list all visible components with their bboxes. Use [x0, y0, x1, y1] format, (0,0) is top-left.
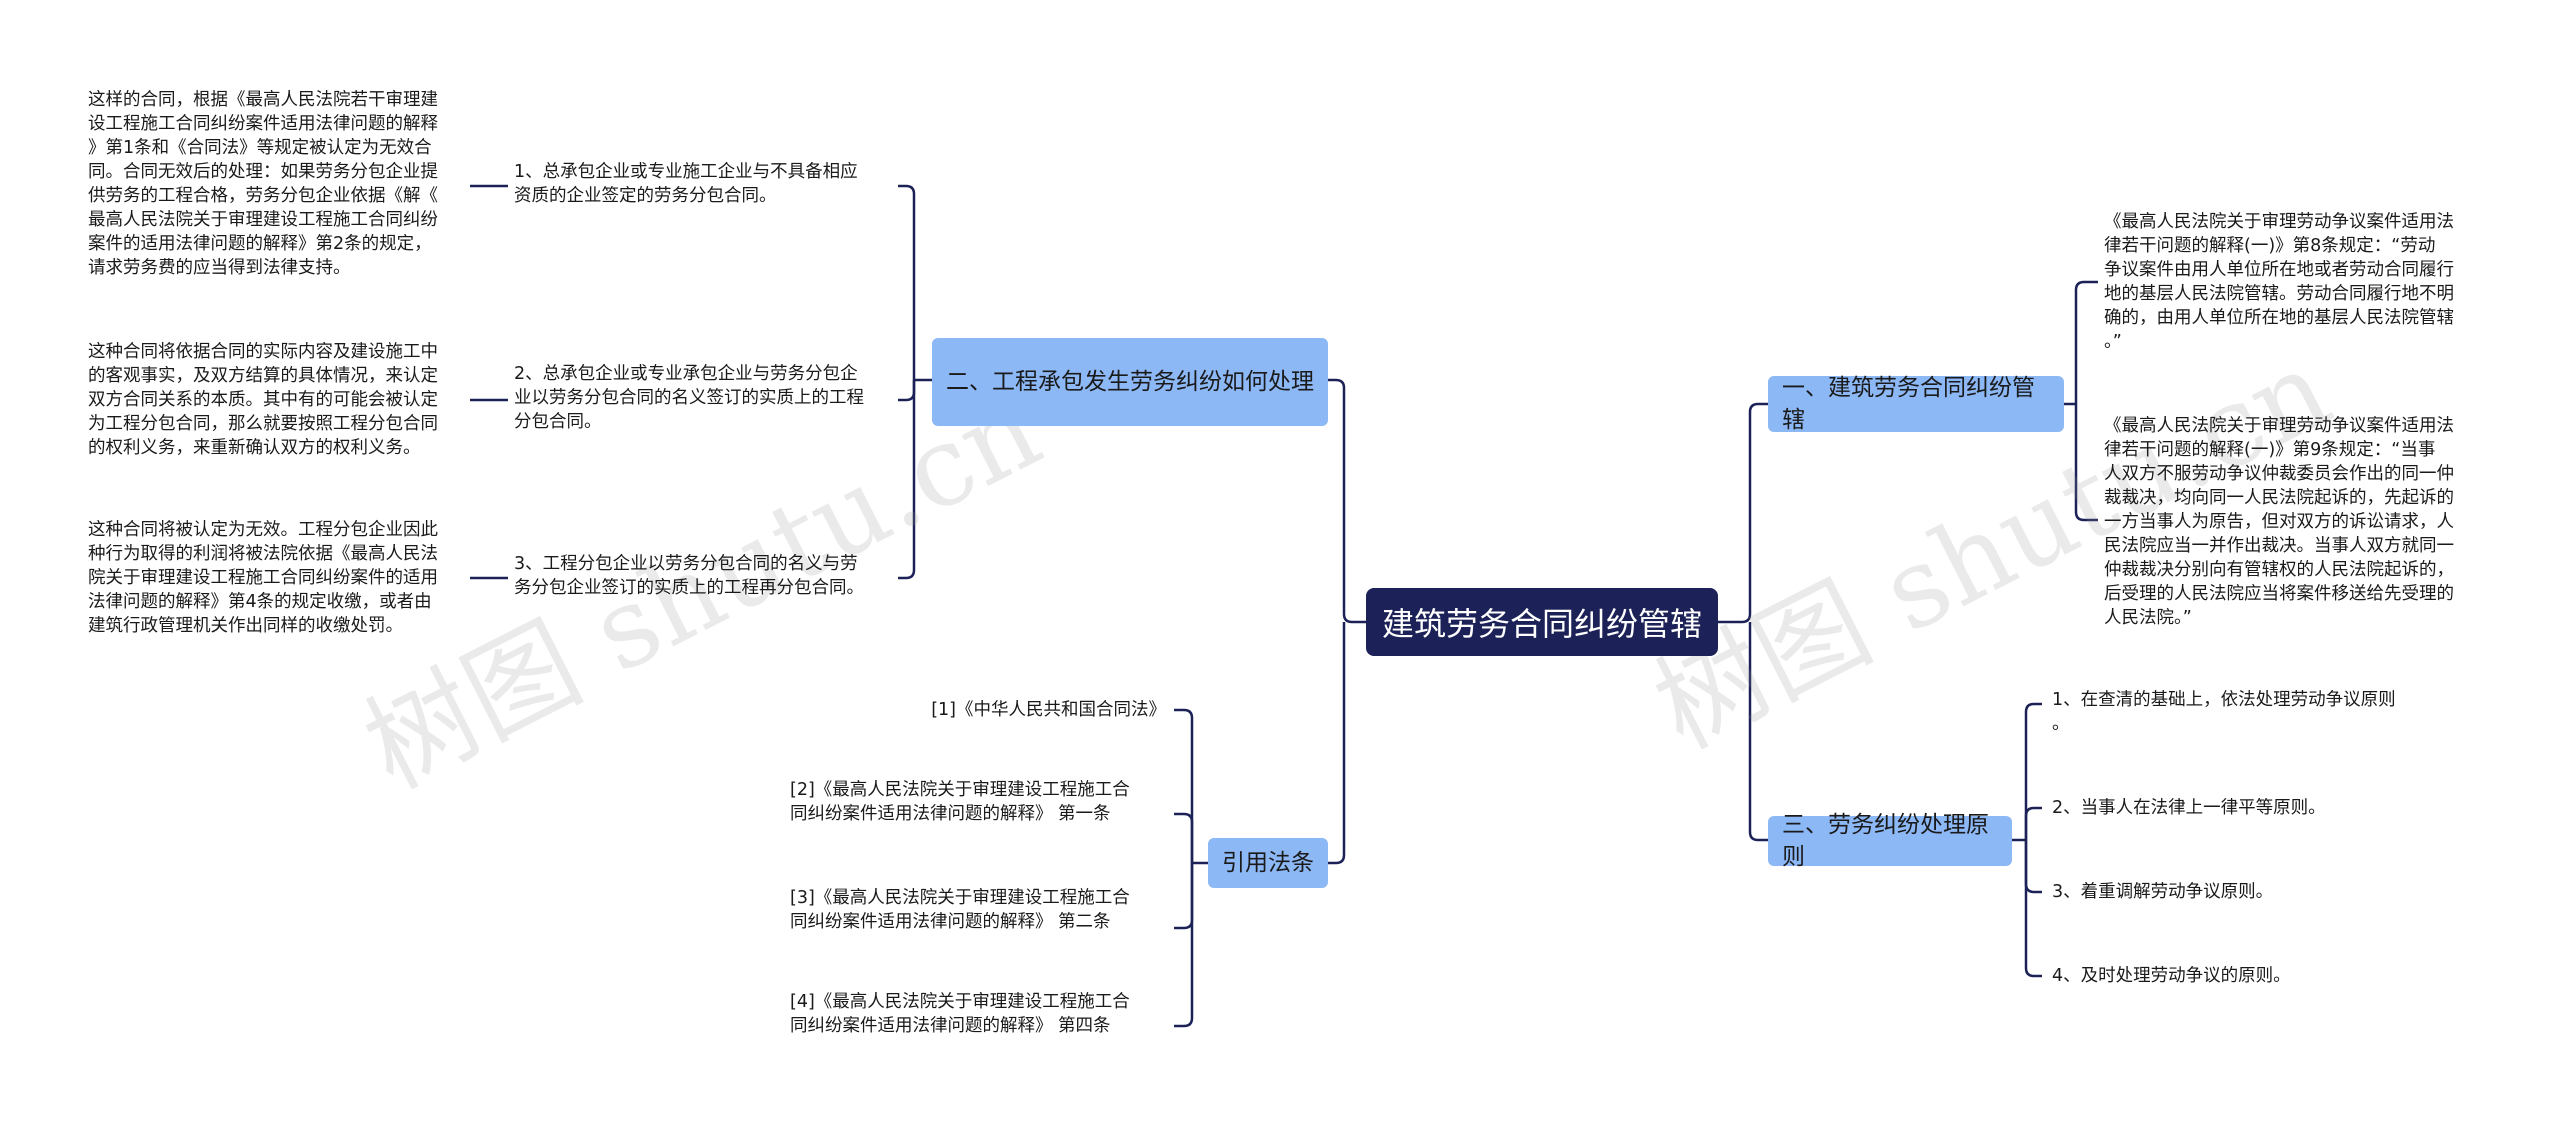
cited-law-item: [3]《最高人民法院关于审理建设工程施工合 同纠纷案件适用法律问题的解释》 第二… — [790, 888, 1130, 932]
branch-cited-laws[interactable]: 引用法条 — [1208, 838, 1328, 888]
principle-item: 4、及时处理劳动争议的原则。 — [2052, 966, 2291, 986]
principle-item: 3、着重调解劳动争议原则。 — [2052, 882, 2274, 902]
contract-case-item: 1、总承包企业或专业施工企业与不具备相应 资质的企业签定的劳务分包合同。 — [514, 162, 858, 206]
branch-principles[interactable]: 三、劳务纠纷处理原则 — [1768, 812, 2012, 870]
branch-contract-disputes[interactable]: 二、工程承包发生劳务纠纷如何处理 — [932, 338, 1328, 426]
contract-case-detail: 这种合同将依据合同的实际内容及建设施工中 的客观事实，及双方结算的具体情况，来认… — [88, 342, 438, 458]
jurisdiction-article-8: 《最高人民法院关于审理劳动争议案件适用法 律若干问题的解释(一)》第8条规定：“… — [2104, 212, 2454, 352]
jurisdiction-article-9: 《最高人民法院关于审理劳动争议案件适用法 律若干问题的解释(一)》第9条规定：“… — [2104, 416, 2454, 628]
principle-item: 1、在查清的基础上，依法处理劳动争议原则 。 — [2052, 690, 2396, 734]
principle-item: 2、当事人在法律上一律平等原则。 — [2052, 798, 2326, 818]
contract-case-item: 3、工程分包企业以劳务分包合同的名义与劳 务分包企业签订的实质上的工程再分包合同… — [514, 554, 864, 598]
cited-law-item: [4]《最高人民法院关于审理建设工程施工合 同纠纷案件适用法律问题的解释》 第四… — [790, 992, 1130, 1036]
cited-law-item: [2]《最高人民法院关于审理建设工程施工合 同纠纷案件适用法律问题的解释》 第一… — [790, 780, 1130, 824]
contract-case-item: 2、总承包企业或专业承包企业与劳务分包企 业以劳务分包合同的名义签订的实质上的工… — [514, 364, 864, 432]
cited-law-item: [1]《中华人民共和国合同法》 — [931, 700, 1166, 720]
root-node[interactable]: 建筑劳务合同纠纷管辖 — [1366, 588, 1718, 656]
branch-jurisdiction[interactable]: 一、建筑劳务合同纠纷管辖 — [1768, 375, 2064, 433]
contract-case-detail: 这样的合同，根据《最高人民法院若干审理建 设工程施工合同纠纷案件适用法律问题的解… — [88, 90, 438, 278]
contract-case-detail: 这种合同将被认定为无效。工程分包企业因此 种行为取得的利润将被法院依据《最高人民… — [88, 520, 438, 636]
